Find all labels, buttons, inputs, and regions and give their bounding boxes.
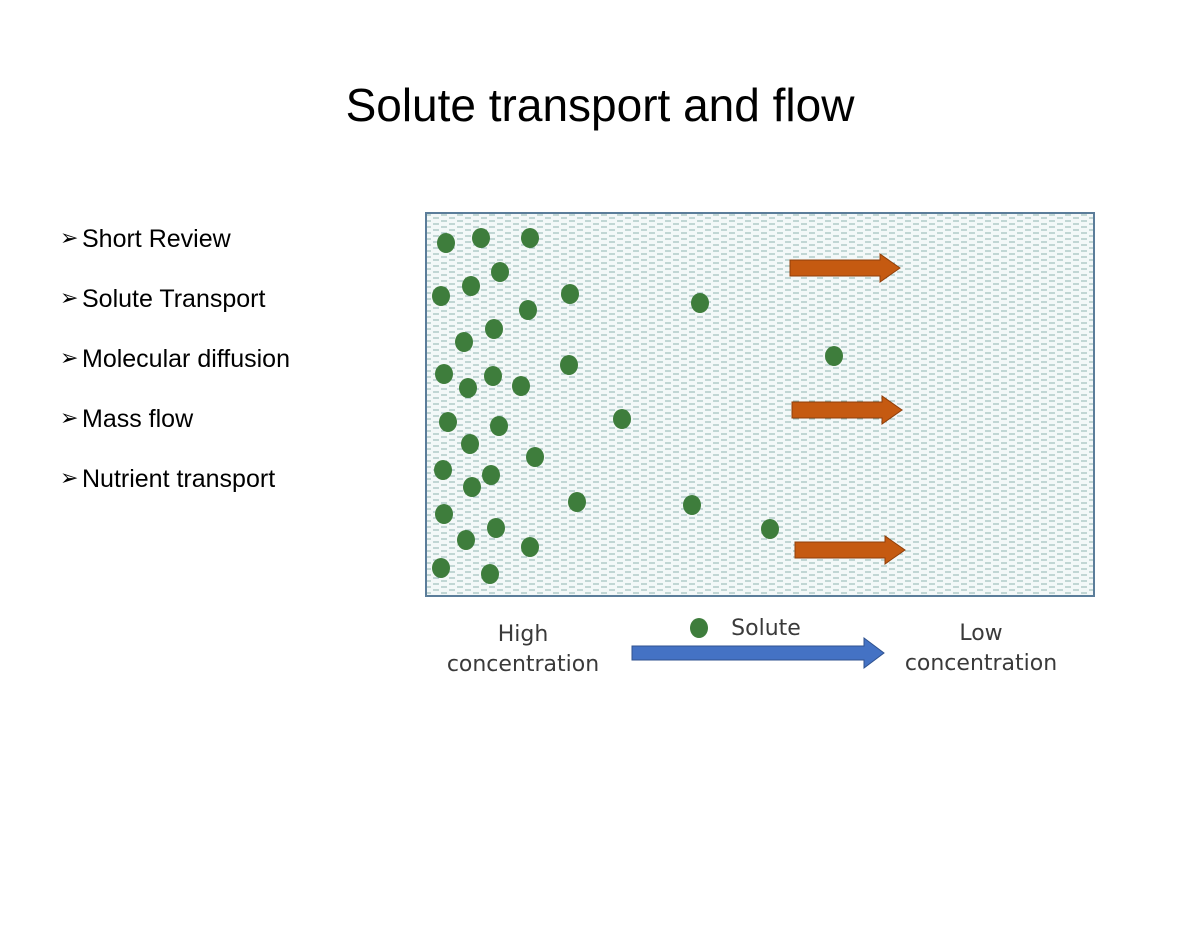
- solute-dot-icon: [519, 300, 537, 320]
- slide-title: Solute transport and flow: [345, 79, 855, 131]
- topic-label: Molecular diffusion: [82, 345, 290, 373]
- solute-dot-icon: [435, 364, 453, 384]
- solute-dot-icon: [461, 434, 479, 454]
- flow-arrow-icon: [789, 253, 901, 283]
- legend-solute-label: Solute: [731, 616, 801, 641]
- solute-dot-icon: [825, 346, 843, 366]
- solute-dot-icon: [481, 564, 499, 584]
- flow-arrows: [789, 253, 906, 565]
- water-container: [425, 212, 1095, 597]
- gradient-arrow-icon: [631, 637, 885, 669]
- solute-dot-icon: [487, 518, 505, 538]
- solute-dot-icon: [462, 276, 480, 296]
- high-label-line2: concentration: [446, 652, 600, 677]
- solute-dot-icon: [491, 262, 509, 282]
- bullet-arrow-icon: ➢: [60, 346, 79, 371]
- bullet-arrow-icon: ➢: [60, 226, 79, 251]
- bullet-arrow-icon: ➢: [60, 466, 79, 491]
- high-label-line1: High: [497, 622, 549, 647]
- low-label-line2: concentration: [904, 651, 1058, 676]
- topic-item: ➢Solute Transport: [60, 282, 290, 342]
- solute-dot-icon: [435, 504, 453, 524]
- solute-dot-icon: [434, 460, 452, 480]
- solute-dot-icon: [485, 319, 503, 339]
- solute-dot-icon: [521, 537, 539, 557]
- solute-dot-icon: [683, 495, 701, 515]
- solute-dot-icon: [512, 376, 530, 396]
- bullet-arrow-icon: ➢: [60, 286, 79, 311]
- bullet-arrow-icon: ➢: [60, 406, 79, 431]
- low-concentration-label: Low concentration: [898, 619, 1064, 679]
- solute-dot-icon: [526, 447, 544, 467]
- topic-item: ➢Mass flow: [60, 402, 290, 462]
- flow-arrow-icon: [794, 535, 906, 565]
- solute-dot-icon: [613, 409, 631, 429]
- solute-dot-icon: [691, 293, 709, 313]
- topic-label: Short Review: [82, 225, 231, 253]
- solute-dot-icon: [472, 228, 490, 248]
- solute-dot-icon: [521, 228, 539, 248]
- solute-dot-icon: [482, 465, 500, 485]
- solute-dot-icon: [568, 492, 586, 512]
- low-label-line1: Low: [959, 621, 1003, 646]
- solute-dot-icon: [561, 284, 579, 304]
- topic-item: ➢Molecular diffusion: [60, 342, 290, 402]
- topic-item: ➢Short Review: [60, 222, 290, 282]
- topic-label: Solute Transport: [82, 285, 266, 313]
- legend-solute-icon: [690, 618, 708, 638]
- solute-dot-icon: [457, 530, 475, 550]
- topic-label: Nutrient transport: [82, 465, 276, 493]
- flow-arrow-icon: [791, 395, 903, 425]
- solute-dot-icon: [455, 332, 473, 352]
- solute-dot-icon: [484, 366, 502, 386]
- solute-dot-icon: [432, 286, 450, 306]
- solute-dot-icon: [463, 477, 481, 497]
- solute-dot-icon: [432, 558, 450, 578]
- solute-dot-icon: [459, 378, 477, 398]
- topic-list: ➢Short Review ➢Solute Transport ➢Molecul…: [60, 222, 290, 522]
- topic-label: Mass flow: [82, 405, 194, 433]
- solute-dot-icon: [437, 233, 455, 253]
- solute-dot-icon: [761, 519, 779, 539]
- solute-dot-icon: [490, 416, 508, 436]
- solute-particles: [432, 228, 843, 584]
- topic-item: ➢Nutrient transport: [60, 462, 290, 522]
- solute-dot-icon: [439, 412, 457, 432]
- solute-dot-icon: [560, 355, 578, 375]
- high-concentration-label: High concentration: [440, 620, 606, 680]
